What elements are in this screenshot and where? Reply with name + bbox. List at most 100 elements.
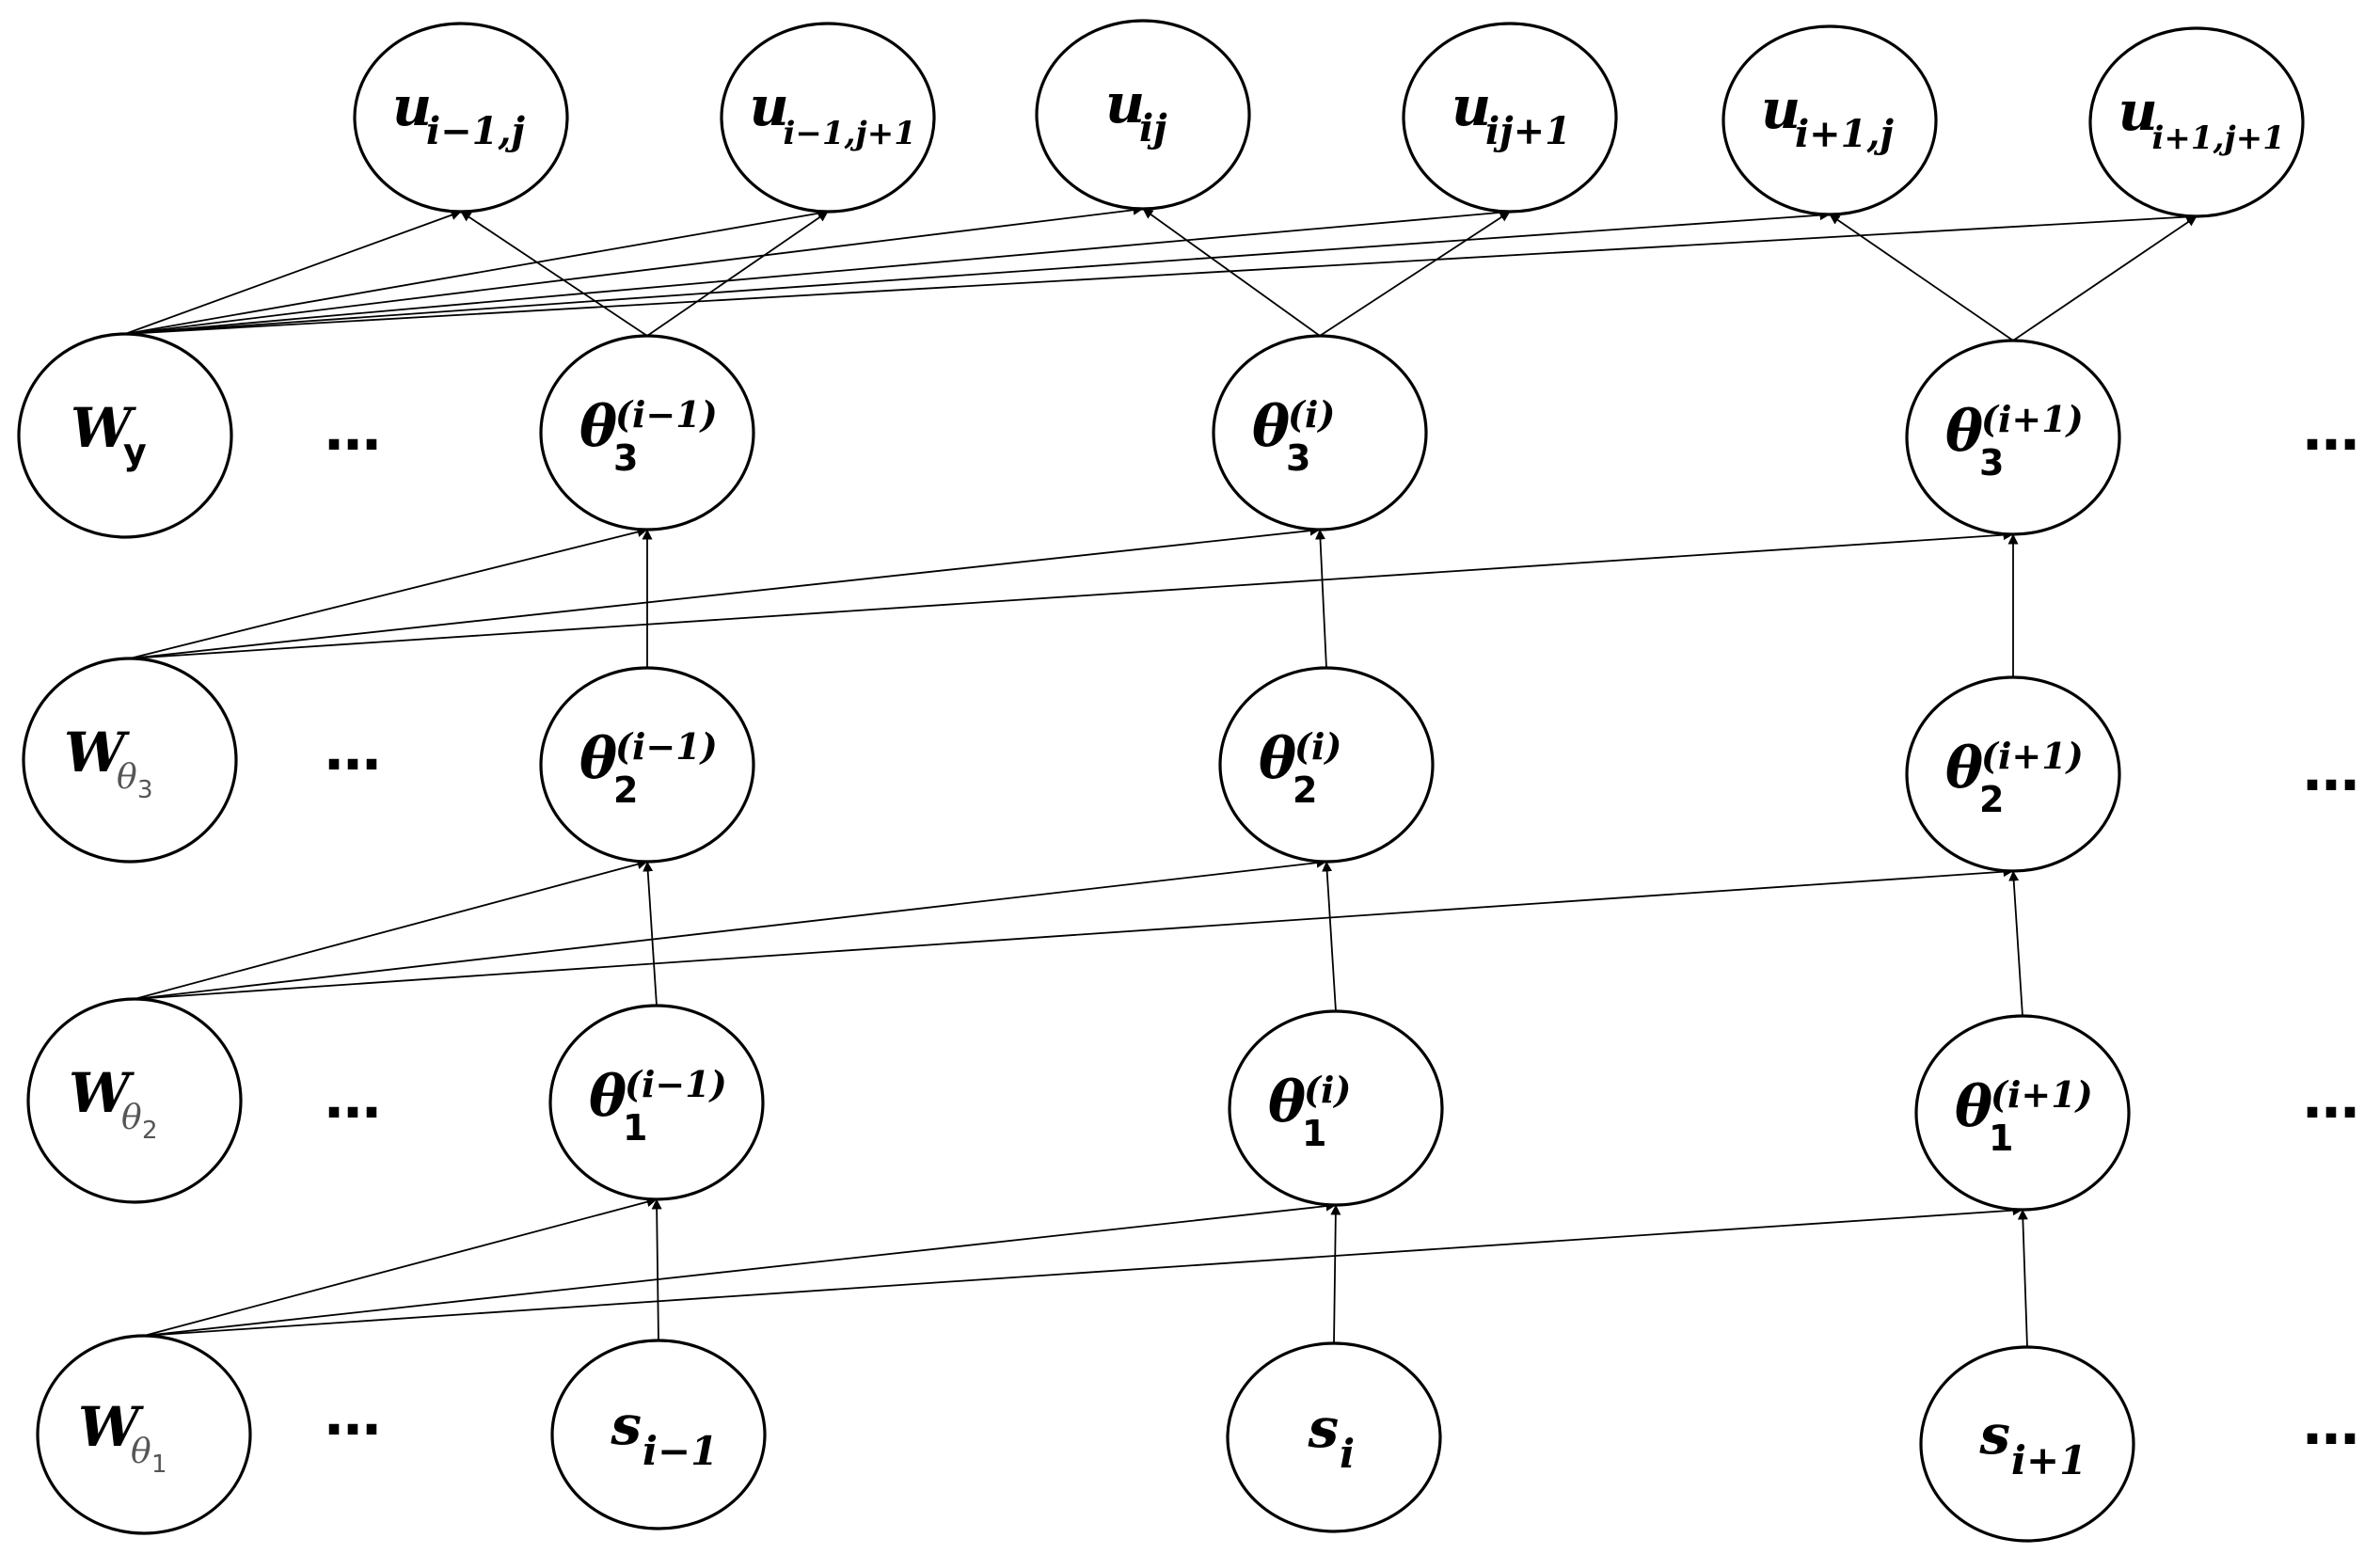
node-sub-label: 3 xyxy=(613,437,638,479)
ellipsis-layer: …………………… xyxy=(325,398,2359,1458)
node-subsub-label: 1 xyxy=(151,1451,167,1479)
node-sub-label: i+1,j+1 xyxy=(2152,119,2285,157)
ellipsis-row3-left: … xyxy=(325,398,381,464)
node-sub-label: 3 xyxy=(1979,442,2004,484)
node-ellipse-u_i_jp1 xyxy=(1402,22,1618,214)
node-sub-label: i−1,j xyxy=(426,109,525,153)
node-base-label: u xyxy=(750,74,789,138)
node-base-label: u xyxy=(1105,71,1145,135)
node-theta1_im1: θ1(i−1) xyxy=(548,1004,765,1201)
node-theta3_ip1: θ3(i+1) xyxy=(1905,339,2121,536)
node-u_i_jp1: uij+1 xyxy=(1402,22,1618,214)
edge-theta1_im1-to-theta2_im1 xyxy=(643,861,658,1007)
node-base-label: u xyxy=(1452,74,1491,138)
node-theta1_ip1: θ1(i+1) xyxy=(1914,1014,2131,1212)
node-sub-label: i−1,j+1 xyxy=(784,115,916,152)
node-u_ip1_jp1: ui+1,j+1 xyxy=(2088,26,2305,218)
edge-W_theta1-to-theta1_im1 xyxy=(143,1197,658,1337)
edges-layer xyxy=(124,204,2198,1348)
node-base-label: s xyxy=(1978,1403,2010,1467)
edge-s_im1-to-theta1_im1 xyxy=(651,1198,662,1341)
node-sub-label: i xyxy=(1340,1431,1355,1477)
node-u_i_j: uij xyxy=(1035,19,1251,211)
edge-W_theta2-to-theta2_i xyxy=(134,857,1327,1000)
node-sub-label: 3 xyxy=(1286,437,1310,479)
node-base-label: θ xyxy=(1268,1070,1306,1135)
edge-W_theta1-to-theta1_i xyxy=(143,1200,1337,1337)
node-base-label: s xyxy=(1308,1396,1340,1460)
node-sub-label: 2 xyxy=(1979,779,2004,820)
node-sub-label: 1 xyxy=(1302,1113,1326,1154)
edge-theta3_ip1-to-u_ip1_jp1 xyxy=(2012,215,2198,341)
node-ellipse-theta3_ip1 xyxy=(1905,339,2121,536)
node-theta2_ip1: θ2(i+1) xyxy=(1905,675,2121,873)
ellipsis-row1-right: … xyxy=(2303,1066,2359,1132)
node-base-label: θ xyxy=(1259,726,1296,792)
node-sub-label: ij+1 xyxy=(1485,109,1571,153)
node-ellipse-s_ip1 xyxy=(1919,1345,2135,1543)
edge-theta1_ip1-to-theta2_ip1 xyxy=(2008,870,2023,1017)
edge-theta3_i-to-u_i_jp1 xyxy=(1319,211,1511,337)
ellipsis-row0-right: … xyxy=(2303,1392,2359,1458)
node-ellipse-s_i xyxy=(1226,1341,1442,1533)
ellipsis-row1-left: … xyxy=(325,1066,381,1132)
node-sup-label: (i) xyxy=(1304,1069,1351,1111)
ellipsis-row3-right: … xyxy=(2303,398,2359,464)
node-base-label: u xyxy=(392,74,432,138)
node-base-label: W xyxy=(69,1061,135,1125)
node-ellipse-theta1_im1 xyxy=(548,1004,765,1201)
node-sup-label: (i) xyxy=(1294,725,1341,768)
edge-theta3_im1-to-u_im1_j xyxy=(460,211,648,337)
node-W_y: Wy xyxy=(17,332,233,539)
edge-W_y-to-u_i_j xyxy=(124,204,1144,335)
edge-W_y-to-u_ip1_j xyxy=(124,210,1831,335)
node-theta3_i: θ3(i) xyxy=(1212,334,1428,531)
node-base-label: θ xyxy=(579,726,617,792)
node-ellipse-theta3_i xyxy=(1212,334,1428,531)
node-base-label: θ xyxy=(1252,394,1290,460)
edge-W_y-to-u_i_jp1 xyxy=(124,207,1511,335)
ellipsis-row2-left: … xyxy=(325,718,381,784)
node-sup-label: (i−1) xyxy=(615,393,718,436)
node-theta3_im1: θ3(i−1) xyxy=(539,334,755,531)
node-base-label: W xyxy=(64,721,130,785)
node-sub-label: 2 xyxy=(613,769,638,811)
node-base-label: W xyxy=(78,1395,144,1459)
node-sub-label: ij xyxy=(1139,106,1167,151)
node-theta2_im1: θ2(i−1) xyxy=(539,666,755,864)
edge-W_y-to-u_im1_j xyxy=(124,210,462,335)
node-ellipse-u_im1_jp1 xyxy=(720,22,936,214)
node-ellipse-u_i_j xyxy=(1035,19,1251,211)
edge-W_y-to-u_ip1_jp1 xyxy=(124,212,2198,335)
node-sub-label: 1 xyxy=(623,1107,647,1149)
node-sub-label: y xyxy=(123,431,147,472)
edge-W_theta3-to-theta3_im1 xyxy=(129,527,648,659)
node-sub-label: 1 xyxy=(1989,1118,2013,1159)
node-sup-label: (i) xyxy=(1288,393,1335,436)
node-base-label: θ xyxy=(1955,1074,1992,1140)
node-ellipse-s_im1 xyxy=(550,1339,767,1530)
node-ellipse-theta1_i xyxy=(1228,1009,1444,1207)
edge-theta3_ip1-to-u_ip1_j xyxy=(1829,214,2014,341)
edge-W_theta3-to-theta3_i xyxy=(129,525,1321,659)
node-base-label: θ xyxy=(1945,399,1983,465)
node-sub-label: θ xyxy=(117,758,137,797)
node-ellipse-u_ip1_jp1 xyxy=(2088,26,2305,218)
node-sub-label: i+1 xyxy=(2011,1437,2086,1483)
node-theta1_i: θ1(i) xyxy=(1228,1009,1444,1207)
node-ellipse-W_theta2 xyxy=(26,997,243,1204)
node-ellipse-u_im1_j xyxy=(353,22,569,214)
node-subsub-label: 2 xyxy=(142,1117,158,1145)
node-sub-label: 2 xyxy=(1293,769,1317,811)
ellipsis-row2-right: … xyxy=(2303,738,2359,804)
node-ellipse-theta2_im1 xyxy=(539,666,755,864)
node-sub-label: i+1,j xyxy=(1795,112,1894,156)
node-base-label: W xyxy=(71,396,136,460)
